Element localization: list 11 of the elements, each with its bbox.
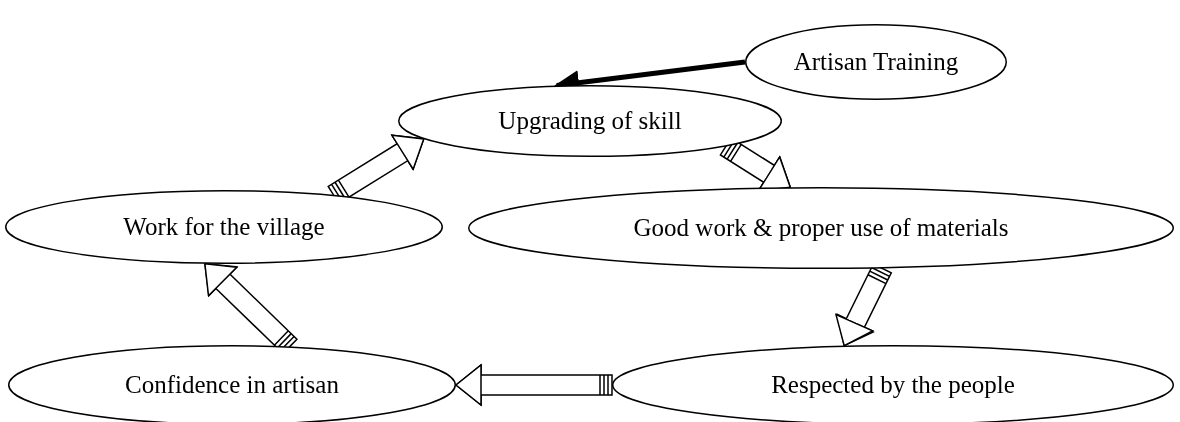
node-label: Artisan Training: [793, 48, 959, 76]
node-label: Work for the village: [123, 213, 325, 241]
ellipse-node: [468, 187, 1174, 269]
block-arrow: [455, 363, 613, 407]
node-label: Confidence in artisan: [125, 371, 339, 399]
ellipse-node: [745, 24, 1007, 100]
node-label: Upgrading of skill: [498, 107, 682, 135]
ellipse-node: [398, 85, 782, 157]
ellipse-node: [5, 190, 443, 264]
node-label: Respected by the people: [771, 371, 1015, 399]
node-label: Good work & proper use of materials: [633, 214, 1009, 242]
